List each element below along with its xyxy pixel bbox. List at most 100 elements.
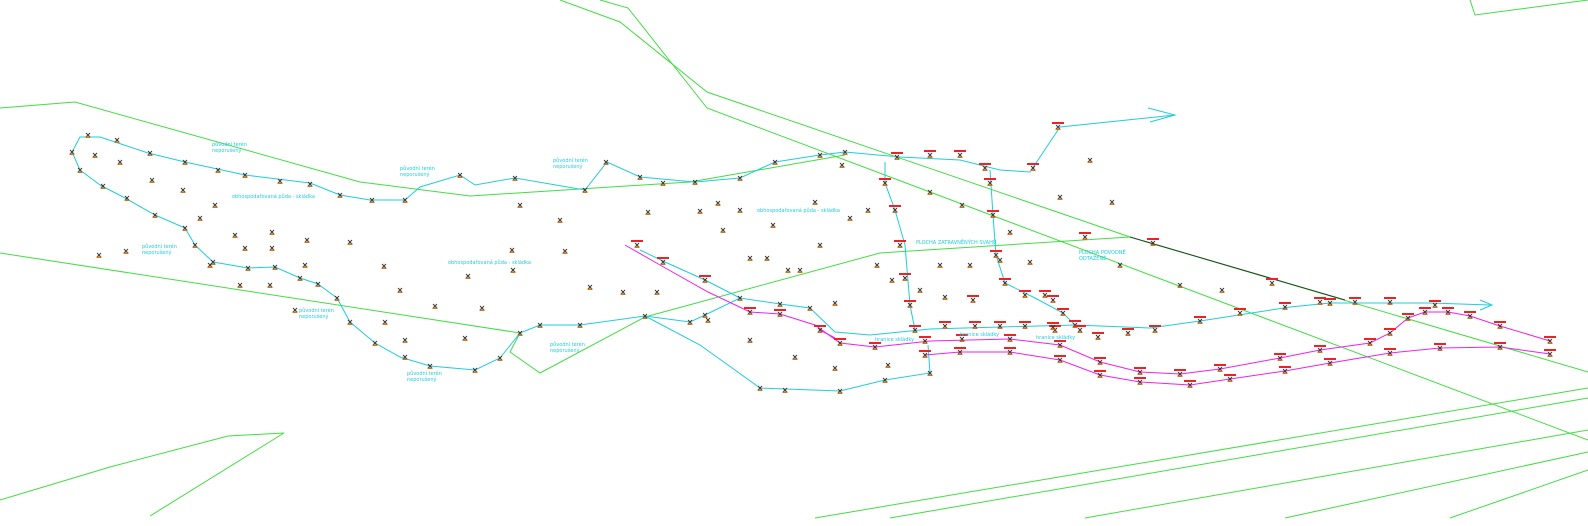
survey-marker — [237, 282, 243, 288]
survey-marker — [369, 197, 375, 203]
survey-marker — [1279, 302, 1291, 310]
map-label: obhospodařovaná půda - skládka — [757, 207, 840, 214]
survey-marker — [192, 242, 198, 248]
survey-marker — [1057, 308, 1069, 316]
survey-marker — [939, 321, 951, 329]
survey-marker — [782, 387, 788, 393]
survey-marker — [869, 342, 881, 350]
survey-marker — [757, 385, 763, 391]
survey-marker — [919, 350, 931, 358]
survey-marker — [117, 159, 123, 165]
survey-marker — [1314, 345, 1326, 353]
survey-marker — [812, 199, 818, 205]
survey-marker — [232, 232, 238, 238]
survey-marker — [1384, 297, 1396, 305]
survey-marker — [402, 337, 408, 343]
survey-marker — [705, 317, 711, 323]
map-label: obhospodařovaná půda - skládka — [232, 193, 315, 200]
survey-marker — [1177, 282, 1183, 288]
survey-marker — [1052, 122, 1064, 130]
boundary-line — [0, 252, 521, 334]
boundary-line — [1449, 469, 1588, 519]
survey-marker — [402, 354, 408, 360]
survey-marker — [1122, 328, 1134, 336]
pipeline-line — [819, 329, 836, 339]
survey-marker — [997, 257, 1003, 263]
survey-marker — [899, 273, 911, 281]
survey-marker — [797, 267, 803, 273]
survey-marker — [427, 363, 433, 369]
survey-marker — [1092, 332, 1104, 340]
survey-marker — [100, 183, 106, 189]
survey-marker — [147, 150, 153, 156]
survey-marker — [557, 217, 563, 223]
survey-marker — [297, 275, 303, 281]
survey-marker — [269, 229, 275, 235]
survey-marker — [817, 242, 823, 248]
survey-marker — [1429, 300, 1441, 308]
survey-marker — [382, 319, 388, 325]
survey-marker — [1442, 307, 1454, 315]
terrain-arrow — [1479, 299, 1494, 311]
survey-marker — [1544, 336, 1556, 344]
boundary-line — [509, 236, 1131, 374]
map-label: hranice skládky — [875, 336, 914, 343]
survey-marker — [874, 262, 880, 268]
terrain-line — [644, 315, 931, 392]
survey-marker — [942, 294, 948, 300]
survey-marker — [837, 388, 843, 394]
survey-marker — [347, 319, 353, 325]
survey-marker — [1027, 259, 1033, 265]
survey-marker — [927, 370, 933, 376]
survey-marker — [182, 159, 188, 165]
survey-marker — [919, 336, 931, 344]
survey-marker — [959, 202, 965, 208]
survey-marker — [832, 300, 838, 306]
survey-marker — [834, 338, 846, 346]
survey-marker — [462, 335, 468, 341]
survey-marker — [517, 202, 523, 208]
survey-marker — [582, 187, 588, 193]
dark-line-segment — [1129, 236, 1346, 301]
survey-marker — [334, 295, 340, 301]
survey-marker — [510, 267, 516, 273]
survey-marker — [69, 149, 75, 155]
survey-marker — [967, 262, 973, 268]
boundary-line — [559, 0, 1588, 373]
survey-marker — [1057, 194, 1063, 200]
survey-marker — [197, 215, 203, 221]
survey-marker — [882, 377, 888, 383]
survey-marker — [1074, 325, 1086, 333]
survey-marker — [96, 252, 102, 258]
survey-marker — [562, 248, 568, 254]
survey-marker — [517, 330, 523, 336]
survey-marker — [1464, 311, 1476, 319]
survey-marker — [1134, 367, 1146, 375]
survey-marker — [660, 180, 666, 186]
map-label: hranice skládky — [1036, 334, 1075, 341]
survey-marker — [807, 305, 813, 311]
survey-marker — [277, 178, 283, 184]
survey-marker — [737, 295, 743, 301]
boundary-line — [599, 0, 1588, 441]
survey-marker — [979, 163, 991, 171]
survey-marker — [432, 303, 438, 309]
survey-marker — [207, 262, 213, 268]
survey-marker — [969, 321, 981, 329]
survey-marker — [397, 287, 403, 293]
terrain-line — [639, 249, 741, 299]
survey-marker — [1324, 298, 1336, 306]
survey-marker — [1419, 307, 1431, 315]
survey-marker — [889, 277, 895, 283]
survey-marker — [645, 209, 651, 215]
survey-marker — [372, 340, 378, 346]
boundary-line — [889, 397, 1588, 519]
survey-marker — [909, 325, 921, 333]
pipeline-line — [924, 346, 1551, 386]
survey-marker — [1004, 334, 1016, 342]
boundary-line — [0, 101, 846, 197]
